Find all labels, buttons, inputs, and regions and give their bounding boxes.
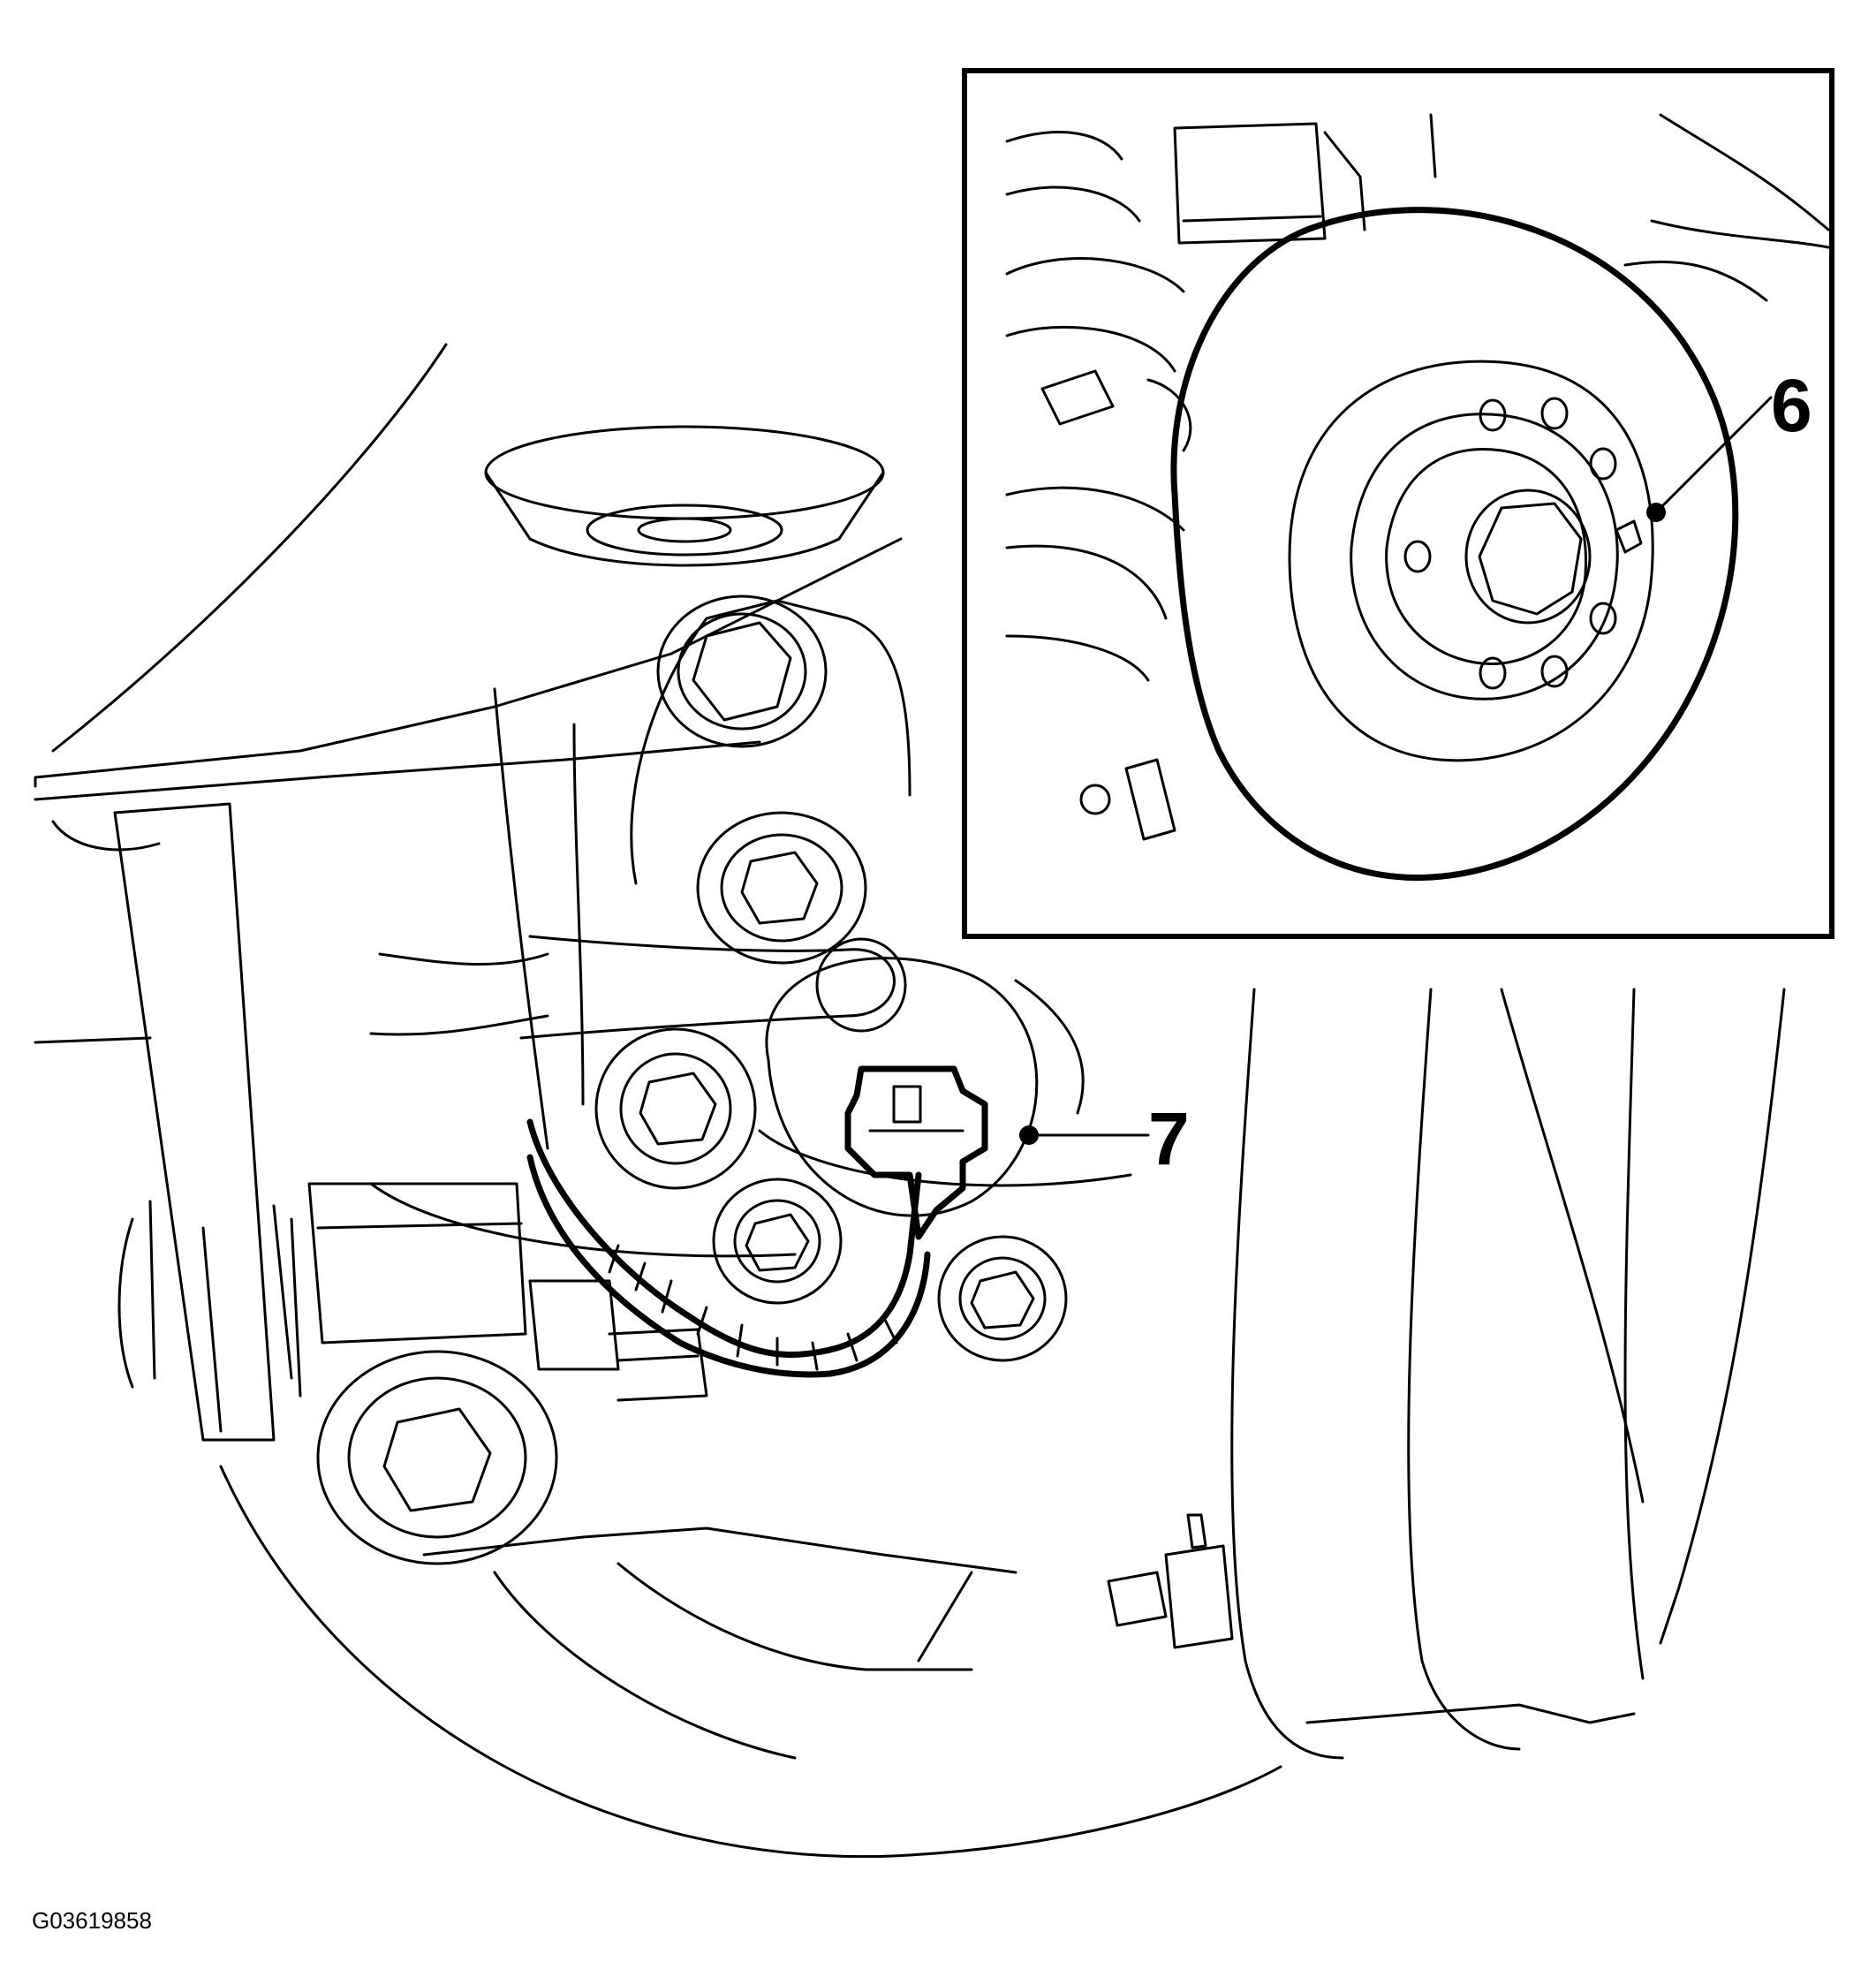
figure-id-label: G03619858 <box>32 1907 152 1934</box>
knuckle-bolt-middle <box>696 811 867 965</box>
inset-detail <box>962 68 1834 939</box>
callout-6-label: 6 <box>1771 364 1812 447</box>
hub-bolt-lower <box>712 1178 843 1305</box>
hub-bolt-right <box>937 1235 1068 1362</box>
knuckle-bolt-upper <box>656 595 828 748</box>
anti-roll-bar-link <box>369 935 907 1040</box>
inset-link <box>1040 369 1192 841</box>
wheel-speed-sensor-ring-detail <box>1615 519 1643 554</box>
hub-bolt-left <box>594 1027 757 1190</box>
shock-absorber-body <box>272 1182 527 1380</box>
wheel-hub-centre <box>1403 397 1617 690</box>
bleed-nipple <box>1107 1513 1234 1649</box>
harness-clip <box>528 1279 708 1402</box>
tyre-section <box>1230 988 1786 1760</box>
callout-7-label: 7 <box>1148 1097 1190 1180</box>
coil-spring <box>1005 131 1185 682</box>
strut-mount-cup <box>484 425 885 567</box>
control-arm-link <box>34 802 302 1442</box>
sensor-harness <box>526 1118 931 1378</box>
steering-knuckle <box>369 599 1132 1258</box>
wheel-hub <box>765 957 1085 1217</box>
body-panel <box>34 343 903 852</box>
callout-7: 7 <box>1019 1097 1190 1180</box>
brake-disc <box>1170 207 1739 881</box>
inset-body-lines <box>1623 113 1830 302</box>
lower-arm-bolt <box>316 1350 558 1565</box>
callout-6: 6 <box>1646 364 1812 522</box>
abs-sensor-connector <box>844 1065 988 1240</box>
main-view <box>34 343 1786 1859</box>
brake-shield <box>219 1465 1282 1859</box>
